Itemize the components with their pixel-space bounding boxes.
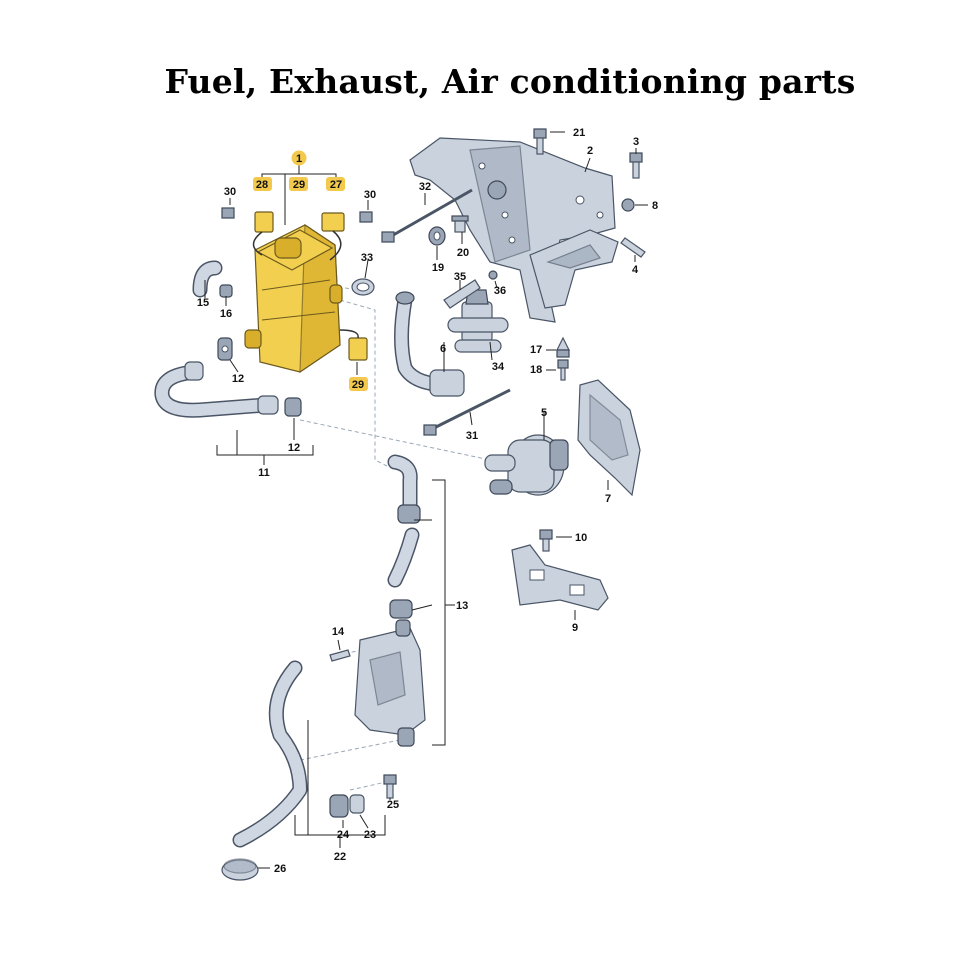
bracket-9 xyxy=(511,544,609,611)
label-36: 36 xyxy=(494,285,506,297)
label-1: 1 xyxy=(296,153,302,165)
hose-6 xyxy=(394,291,465,397)
bolt-17 xyxy=(556,336,570,358)
label-33: 33 xyxy=(361,252,373,264)
label-27: 27 xyxy=(330,179,342,191)
label-29-lower: 29 xyxy=(352,379,364,391)
valve-34 xyxy=(447,289,509,353)
label-24: 24 xyxy=(337,829,350,841)
clamp-16 xyxy=(219,284,233,298)
silencer-13 xyxy=(354,619,426,747)
label-highlights xyxy=(253,150,368,391)
bolt-21 xyxy=(533,128,547,155)
part-labels: 1 28 29 27 29 30 30 32 21 2 3 8 4 20 19 … xyxy=(197,127,658,875)
leader-lines xyxy=(204,131,648,869)
label-22: 22 xyxy=(334,851,346,863)
hose-13 xyxy=(387,454,421,619)
bolt-3 xyxy=(629,152,643,179)
label-2: 2 xyxy=(587,145,593,157)
connector-28 xyxy=(252,211,274,256)
label-8: 8 xyxy=(652,200,658,212)
hose-11 xyxy=(154,361,279,418)
clamp-12-lower xyxy=(284,397,302,417)
cap-26 xyxy=(221,858,259,881)
label-18: 18 xyxy=(530,364,542,376)
clip-30-right xyxy=(359,211,373,223)
clamp-23 xyxy=(349,794,365,814)
label-23: 23 xyxy=(364,829,376,841)
connector-29 xyxy=(339,329,368,361)
cable-tie-31 xyxy=(423,388,511,436)
connector-27 xyxy=(321,212,345,261)
label-14: 14 xyxy=(332,626,345,638)
label-32: 32 xyxy=(419,181,431,193)
label-10: 10 xyxy=(575,532,587,544)
label-28: 28 xyxy=(256,179,268,191)
bolt-4 xyxy=(620,237,646,258)
bracket-7 xyxy=(577,379,641,497)
label-15: 15 xyxy=(197,297,209,309)
water-pump-5 xyxy=(484,434,569,496)
label-20: 20 xyxy=(457,247,469,259)
pin-20 xyxy=(451,215,469,233)
bracket-35 xyxy=(443,279,481,309)
label-12-lower: 12 xyxy=(288,442,300,454)
label-11: 11 xyxy=(258,467,270,479)
mounting-bracket-lower xyxy=(529,229,619,309)
label-4: 4 xyxy=(632,264,639,276)
end-cap-24 xyxy=(329,794,349,818)
label-13: 13 xyxy=(456,600,468,612)
nut-8 xyxy=(621,198,635,212)
exhaust-pipe-22 xyxy=(232,660,308,848)
bolt-10 xyxy=(539,529,553,552)
hose-15 xyxy=(192,260,223,298)
clamp-33 xyxy=(351,278,375,296)
label-9: 9 xyxy=(572,622,578,634)
label-3: 3 xyxy=(633,136,639,148)
label-5: 5 xyxy=(541,407,547,419)
bolt-14 xyxy=(329,649,351,662)
label-21: 21 xyxy=(573,127,585,139)
label-31: 31 xyxy=(466,430,478,442)
clamp-12-upper xyxy=(217,337,233,361)
label-7: 7 xyxy=(605,493,611,505)
label-34: 34 xyxy=(492,361,505,373)
bolt-25 xyxy=(383,774,397,799)
mounting-bracket-2 xyxy=(409,137,616,323)
label-17: 17 xyxy=(530,344,542,356)
label-26: 26 xyxy=(274,863,286,875)
grommet-19 xyxy=(428,226,446,246)
clip-30-left xyxy=(221,207,235,219)
label-19: 19 xyxy=(432,262,444,274)
label-30-left: 30 xyxy=(224,186,236,198)
screw-36 xyxy=(488,270,498,280)
label-6: 6 xyxy=(440,343,446,355)
label-29-top: 29 xyxy=(293,179,305,191)
cable-tie-32 xyxy=(381,188,473,243)
label-12-upper: 12 xyxy=(232,373,244,385)
label-30-right: 30 xyxy=(364,189,376,201)
label-35: 35 xyxy=(454,271,466,283)
label-16: 16 xyxy=(220,308,232,320)
page-title: Fuel, Exhaust, Air conditioning parts xyxy=(164,62,856,101)
label-25: 25 xyxy=(387,799,399,811)
auxiliary-heater-1 xyxy=(244,223,343,374)
bolt-18 xyxy=(557,359,569,381)
